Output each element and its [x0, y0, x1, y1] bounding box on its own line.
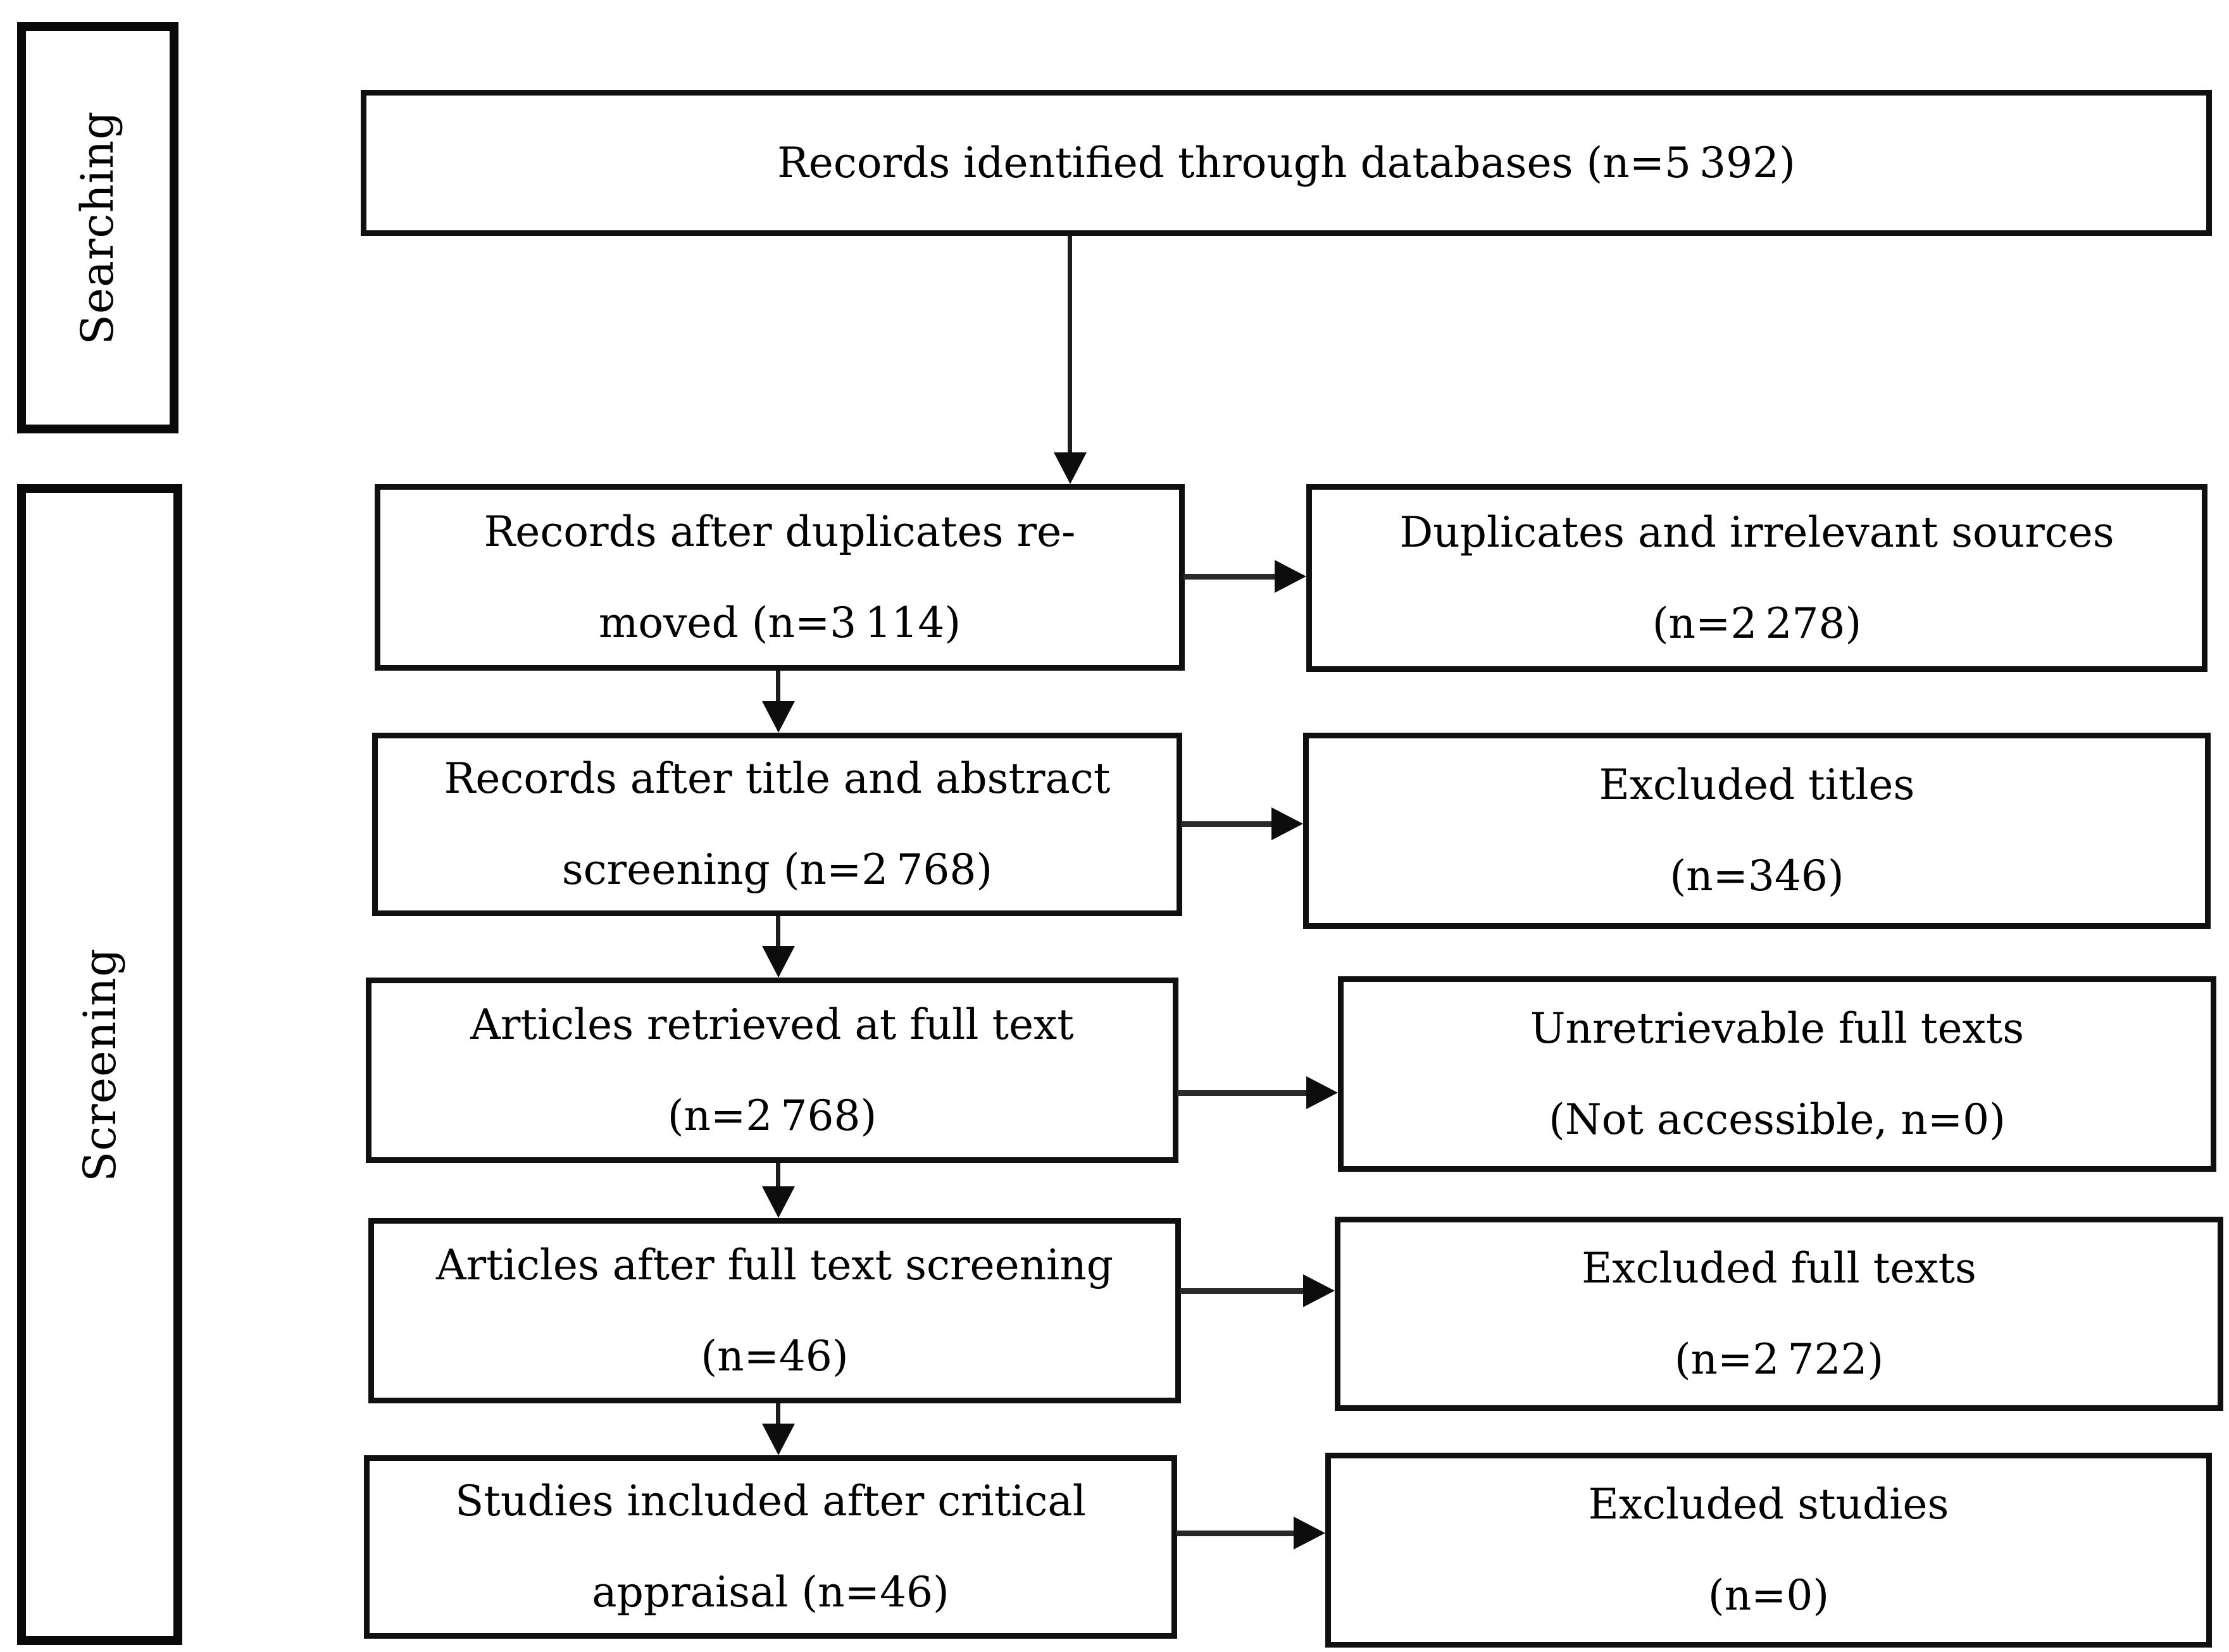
- box-records-identified-text: Records identified through databases (n=…: [777, 138, 1795, 187]
- box-excluded-titles-line1: Excluded titles: [1599, 761, 1915, 809]
- arrow-right-icon: [1275, 560, 1306, 593]
- box-duplicates-removed: Records after duplicates re- moved (n=3 …: [375, 484, 1185, 671]
- box-unretrievable-line2: (Not accessible, n=0): [1549, 1095, 2006, 1144]
- arrow-right-1-shaft: [1183, 574, 1276, 580]
- box-title-abstract-screening-line2: screening (n=2 768): [561, 845, 993, 894]
- box-critical-appraisal-line1: Studies included after critical: [455, 1477, 1086, 1525]
- box-title-abstract-screening: Records after title and abstract screeni…: [372, 733, 1182, 916]
- box-title-abstract-screening-line1: Records after title and abstract: [444, 754, 1111, 803]
- box-critical-appraisal: Studies included after critical appraisa…: [364, 1455, 1177, 1639]
- box-excluded-duplicates-line1: Duplicates and irrelevant sources: [1399, 507, 2114, 557]
- box-duplicates-removed-line2: moved (n=3 114): [598, 598, 961, 647]
- box-duplicates-removed-line1: Records after duplicates re-: [484, 507, 1076, 556]
- arrow-down-1-shaft: [776, 671, 780, 702]
- arrow-down-icon: [762, 946, 795, 978]
- arrow-down-main-shaft: [1068, 236, 1072, 454]
- arrow-right-icon: [1303, 1274, 1335, 1307]
- arrow-down-2-shaft: [776, 916, 780, 947]
- box-full-text-retrieved: Articles retrieved at full text (n=2 768…: [366, 978, 1178, 1163]
- arrow-right-icon: [1271, 807, 1303, 840]
- box-full-text-screening-line2: (n=46): [701, 1331, 849, 1381]
- box-full-text-screening-line1: Articles after full text screening: [435, 1240, 1114, 1289]
- arrow-down-4-shaft: [776, 1403, 780, 1425]
- stage-box-searching: Searching: [17, 22, 178, 433]
- box-excluded-full-texts: Excluded full texts (n=2 722): [1335, 1217, 2223, 1411]
- stage-label-searching: Searching: [72, 110, 124, 345]
- box-excluded-studies-line1: Excluded studies: [1588, 1480, 1949, 1529]
- box-excluded-titles: Excluded titles (n=346): [1303, 733, 2211, 929]
- arrow-right-2-shaft: [1181, 821, 1273, 827]
- arrow-right-icon: [1294, 1517, 1325, 1550]
- stage-label-screening: Screening: [73, 947, 126, 1182]
- arrow-down-icon: [762, 1424, 795, 1455]
- box-full-text-screening: Articles after full text screening (n=46…: [368, 1218, 1181, 1403]
- box-excluded-duplicates: Duplicates and irrelevant sources (n=2 2…: [1306, 484, 2207, 672]
- arrow-right-4-shaft: [1180, 1288, 1304, 1294]
- arrow-down-icon: [1054, 452, 1087, 484]
- box-excluded-titles-line2: (n=346): [1670, 852, 1844, 900]
- stage-box-screening: Screening: [17, 484, 182, 1645]
- arrow-right-5-shaft: [1176, 1531, 1295, 1536]
- box-records-identified: Records identified through databases (n=…: [361, 90, 2212, 236]
- arrow-right-icon: [1306, 1076, 1338, 1109]
- box-unretrievable: Unretrievable full texts (Not accessible…: [1338, 976, 2216, 1172]
- box-excluded-duplicates-line2: (n=2 278): [1652, 599, 1862, 648]
- box-full-text-retrieved-line1: Articles retrieved at full text: [470, 1000, 1074, 1049]
- box-full-text-retrieved-line2: (n=2 768): [667, 1091, 877, 1140]
- box-unretrievable-line1: Unretrievable full texts: [1530, 1003, 2025, 1053]
- box-excluded-full-texts-line2: (n=2 722): [1674, 1334, 1884, 1384]
- arrow-down-icon: [762, 1186, 795, 1218]
- box-excluded-studies-line2: (n=0): [1708, 1571, 1830, 1620]
- arrow-right-3-shaft: [1177, 1090, 1308, 1096]
- box-excluded-full-texts-line1: Excluded full texts: [1582, 1243, 1976, 1293]
- arrow-down-icon: [762, 701, 795, 733]
- arrow-down-3-shaft: [776, 1163, 780, 1188]
- box-critical-appraisal-line2: appraisal (n=46): [592, 1568, 949, 1617]
- box-excluded-studies: Excluded studies (n=0): [1325, 1453, 2212, 1648]
